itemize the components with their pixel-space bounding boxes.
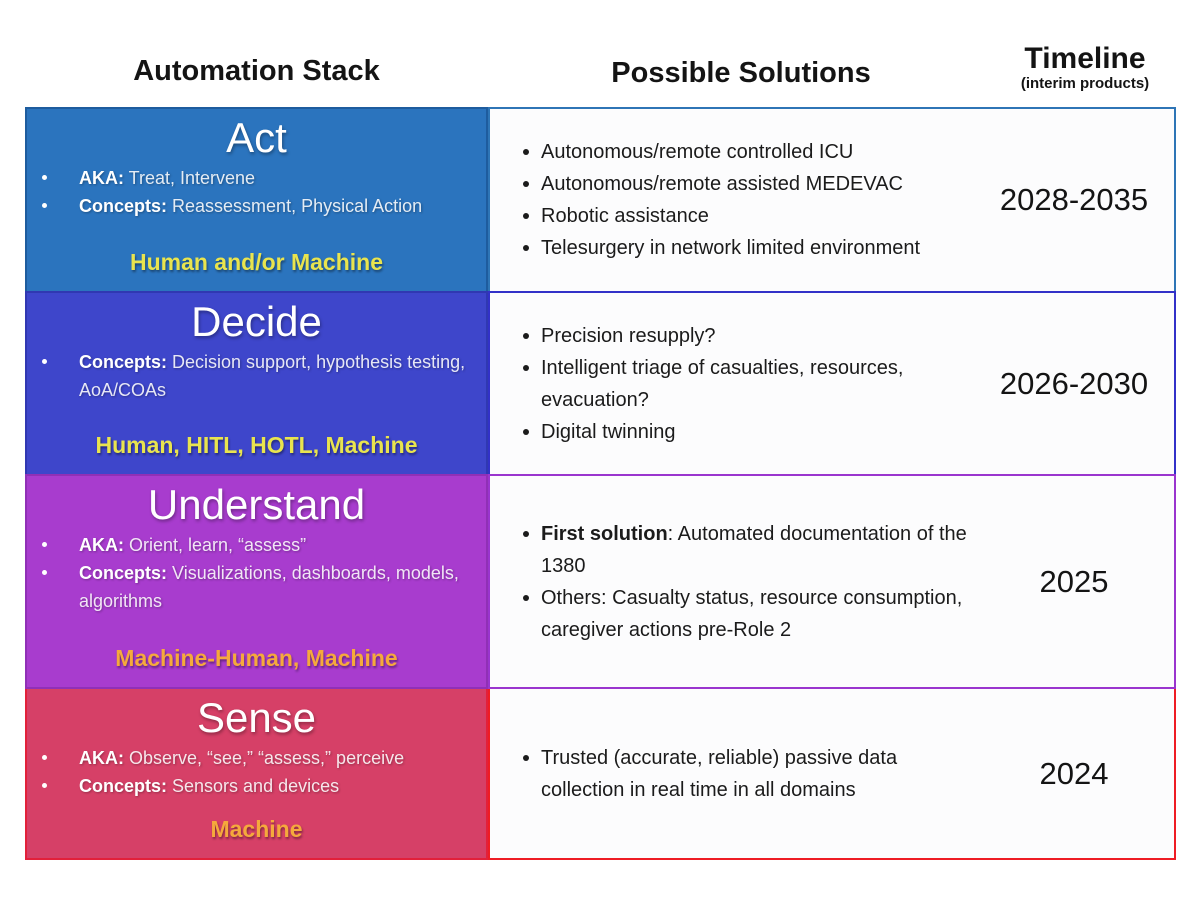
- bullet-label: Concepts:: [79, 352, 168, 373]
- solution-text: Others: Casualty status, resource consum…: [541, 586, 963, 641]
- stage-bullet-list: Concepts: Decision support, hypothesis t…: [27, 348, 486, 404]
- stage-bullet: AKA: Treat, Intervene: [27, 164, 486, 192]
- bullet-dot-icon: [42, 570, 47, 576]
- bullet-dot-icon: [42, 175, 47, 181]
- stage-bullet-text: Concepts: Visualizations, dashboards, mo…: [79, 563, 459, 612]
- timeline-header-subtitle: (interim products): [1020, 75, 1150, 92]
- stage-actors: Human, HITL, HOTL, Machine: [95, 432, 418, 458]
- solution-item: Autonomous/remote controlled ICU: [520, 136, 972, 168]
- stage-bullet: Concepts: Decision support, hypothesis t…: [27, 348, 486, 404]
- timeline-value-sense: 2024: [1039, 755, 1109, 791]
- bullet-dot-icon: [523, 754, 529, 761]
- solution-item: First solution: Automated documentation …: [520, 518, 972, 582]
- timeline-header: Timeline (interim products): [985, 42, 1185, 93]
- bullet-dot-icon: [523, 364, 529, 371]
- solution-item: Telesurgery in network limited environme…: [520, 232, 972, 264]
- stage-bullet: Concepts: Reassessment, Physical Action: [27, 192, 486, 220]
- solution-item: Digital twinning: [520, 416, 972, 448]
- stage-bullet-text: AKA: Treat, Intervene: [79, 168, 256, 189]
- solution-text: Trusted (accurate, reliable) passive dat…: [541, 746, 898, 801]
- bullet-dot-icon: [523, 594, 529, 601]
- timeline-value-decide: 2026-2030: [999, 365, 1149, 401]
- stage-bullet: AKA: Observe, “see,” “assess,” perceive: [27, 744, 486, 772]
- bullet-label: AKA:: [79, 748, 124, 769]
- bullet-label: Concepts:: [79, 563, 168, 584]
- solution-list: Autonomous/remote controlled ICU Autonomo…: [490, 136, 972, 264]
- stage-title-act: Act: [226, 114, 287, 161]
- solution-text: Robotic assistance: [541, 205, 709, 227]
- timeline-value-understand: 2025: [1039, 563, 1109, 599]
- timeline-header-title: Timeline: [1024, 42, 1146, 75]
- stage-title-understand: Understand: [147, 481, 366, 528]
- stage-bullet-list: AKA: Orient, learn, “assess” Concepts: Vi…: [27, 531, 486, 615]
- bullet-label: AKA:: [79, 168, 124, 189]
- solution-list: First solution: Automated documentation …: [490, 518, 972, 646]
- automation-stack-header: Automation Stack: [133, 55, 380, 87]
- solution-item: Autonomous/remote assisted MEDEVAC: [520, 168, 972, 200]
- solution-item: Intelligent triage of casualties, resour…: [520, 352, 972, 416]
- stage-actors: Machine: [210, 816, 303, 842]
- stage-bullet: AKA: Orient, learn, “assess”: [27, 531, 486, 559]
- bullet-dot-icon: [42, 359, 47, 365]
- stage-actors: Machine-Human, Machine: [115, 645, 398, 671]
- stage-actors: Human and/or Machine: [129, 249, 384, 275]
- solution-item: Trusted (accurate, reliable) passive dat…: [520, 742, 972, 806]
- solution-item: Precision resupply?: [520, 320, 972, 352]
- solution-list: Trusted (accurate, reliable) passive dat…: [490, 742, 972, 806]
- solution-text: Telesurgery in network limited environme…: [541, 237, 921, 259]
- bullet-label: First solution: [541, 522, 668, 545]
- bullet-dot-icon: [42, 783, 47, 789]
- solution-item: Robotic assistance: [520, 200, 972, 232]
- stage-bullet-text: AKA: Orient, learn, “assess”: [79, 535, 307, 556]
- solutions-box-understand: First solution: Automated documentation …: [488, 474, 1176, 689]
- solution-text: Autonomous/remote controlled ICU: [541, 141, 854, 163]
- bullet-dot-icon: [42, 203, 47, 209]
- bullet-dot-icon: [42, 755, 47, 761]
- stage-bullet-text: Concepts: Reassessment, Physical Action: [79, 196, 423, 217]
- solution-text: Precision resupply?: [541, 324, 716, 347]
- solutions-box-decide: Precision resupply? Intelligent triage of…: [488, 291, 1176, 476]
- bullet-label: Concepts:: [79, 776, 168, 797]
- solution-list: Precision resupply? Intelligent triage of…: [490, 320, 972, 448]
- solution-item: Others: Casualty status, resource consum…: [520, 582, 972, 646]
- bullet-dot-icon: [523, 530, 529, 537]
- bullet-label: Concepts:: [79, 196, 168, 217]
- solution-text: Digital twinning: [541, 420, 676, 443]
- stage-bullet: Concepts: Visualizations, dashboards, mo…: [27, 559, 486, 615]
- timeline-value-act: 2028-2035: [999, 182, 1149, 217]
- stage-title-sense: Sense: [196, 694, 317, 741]
- solution-text: First solution: Automated documentation …: [541, 522, 967, 577]
- bullet-dot-icon: [523, 245, 529, 251]
- bullet-dot-icon: [523, 213, 529, 219]
- bullet-dot-icon: [523, 181, 529, 187]
- stage-bullet-text: Concepts: Decision support, hypothesis t…: [79, 352, 466, 401]
- bullet-dot-icon: [42, 542, 47, 548]
- stage-bullet-text: Concepts: Sensors and devices: [79, 776, 340, 797]
- bullet-dot-icon: [523, 149, 529, 155]
- bullet-dot-icon: [523, 428, 529, 435]
- solutions-box-act: Autonomous/remote controlled ICU Autonomo…: [488, 107, 1176, 293]
- stage-bullet-text: AKA: Observe, “see,” “assess,” perceive: [79, 748, 405, 769]
- possible-solutions-header: Possible Solutions: [611, 57, 871, 89]
- stage-bullet: Concepts: Sensors and devices: [27, 772, 486, 800]
- solution-text: Autonomous/remote assisted MEDEVAC: [541, 173, 904, 195]
- bullet-label: AKA:: [79, 535, 124, 556]
- solutions-box-sense: Trusted (accurate, reliable) passive dat…: [488, 687, 1176, 860]
- solution-text: Intelligent triage of casualties, resour…: [541, 356, 904, 411]
- stage-title-decide: Decide: [191, 298, 322, 345]
- bullet-dot-icon: [523, 332, 529, 339]
